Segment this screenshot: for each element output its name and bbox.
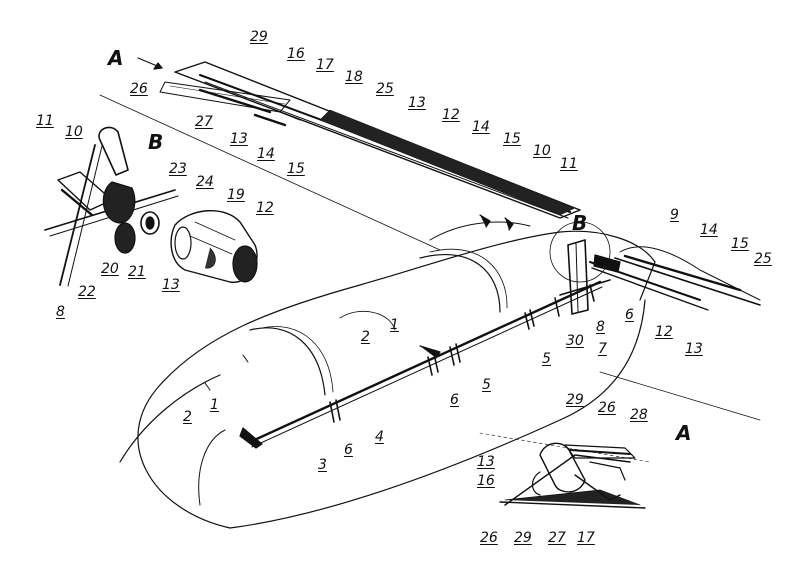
callout-18: 18 <box>345 69 363 85</box>
callout-6-right: 6 <box>625 307 634 323</box>
fuselage <box>99 94 761 529</box>
view-a-label: A <box>108 46 124 70</box>
detail-b-bracket <box>44 126 179 287</box>
callout-22: 22 <box>78 284 96 300</box>
callout-15: 15 <box>503 131 521 147</box>
callout-29: 29 <box>250 29 268 45</box>
callout-13: 13 <box>408 95 426 111</box>
callout-11: 11 <box>560 156 578 172</box>
callout-7: 7 <box>598 341 607 357</box>
detail-fitting <box>170 209 258 283</box>
callout-15-b: 15 <box>287 161 305 177</box>
callout-16: 16 <box>287 46 305 62</box>
callout-13-c: 13 <box>162 277 180 293</box>
callout-14: 14 <box>472 119 490 135</box>
callout-10-left: 10 <box>65 124 83 140</box>
callout-27: 27 <box>195 114 213 130</box>
callout-10: 10 <box>533 143 551 159</box>
callout-26: 26 <box>130 81 148 97</box>
callout-28: 28 <box>630 407 648 423</box>
callout-9: 9 <box>670 207 679 223</box>
callout-11-left: 11 <box>36 113 54 129</box>
callout-30: 30 <box>566 333 584 349</box>
callout-6-left: 6 <box>344 442 353 458</box>
view-b-label-left: B <box>148 130 164 154</box>
callout-17-b: 17 <box>577 530 595 546</box>
callout-23: 23 <box>169 161 187 177</box>
callout-26-c: 26 <box>480 530 498 546</box>
linkage-b <box>549 221 761 315</box>
callout-26-b: 26 <box>598 400 616 416</box>
callout-14-c: 14 <box>700 222 718 238</box>
view-b-label-right: B <box>572 211 588 235</box>
callout-2-top: 2 <box>361 329 370 345</box>
callout-25-b: 25 <box>754 251 772 267</box>
callout-6-mid: 6 <box>450 392 459 408</box>
callout-17: 17 <box>316 57 334 73</box>
callout-8-left: 8 <box>56 304 65 320</box>
callout-29-c: 29 <box>514 530 532 546</box>
callout-5-mid: 5 <box>482 377 491 393</box>
callout-21: 21 <box>128 264 146 280</box>
callout-12-c: 12 <box>655 324 673 340</box>
callout-29-b: 29 <box>566 392 584 408</box>
callout-14-b: 14 <box>257 146 275 162</box>
callout-13-b: 13 <box>230 131 248 147</box>
callout-12: 12 <box>442 107 460 123</box>
callout-8-right: 8 <box>596 319 605 335</box>
callout-20: 20 <box>101 261 119 277</box>
callout-12-b: 12 <box>256 200 274 216</box>
callout-13-e: 13 <box>477 454 495 470</box>
view-a-arrow <box>137 57 163 70</box>
callout-13-d: 13 <box>685 341 703 357</box>
callout-5-right: 5 <box>542 351 551 367</box>
callout-4: 4 <box>375 429 384 445</box>
callout-15-c: 15 <box>731 236 749 252</box>
view-a-detail-label: A <box>676 421 692 445</box>
callout-3: 3 <box>318 457 327 473</box>
callout-27-b: 27 <box>548 530 566 546</box>
callout-2-bottom: 2 <box>183 409 192 425</box>
main-tube <box>239 280 603 449</box>
callout-24: 24 <box>196 174 214 190</box>
callout-1-bottom: 1 <box>210 397 219 413</box>
callout-19: 19 <box>227 187 245 203</box>
upper-assembly <box>159 61 581 231</box>
detail-a-mechanism <box>479 432 651 509</box>
callout-1-top: 1 <box>390 317 399 333</box>
callout-16-b: 16 <box>477 473 495 489</box>
callout-25: 25 <box>376 81 394 97</box>
